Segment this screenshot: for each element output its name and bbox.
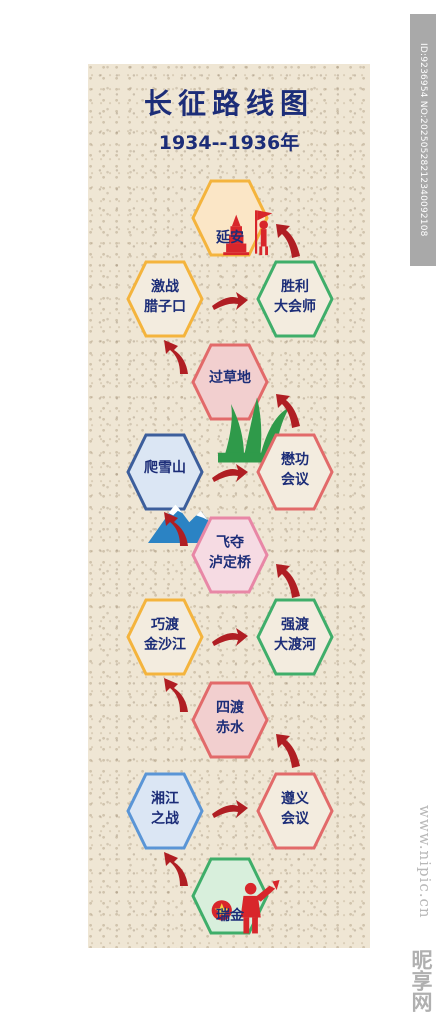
node-ludingqiao: 飞夺 泸定桥 <box>191 516 269 594</box>
node-chishui: 四渡 赤水 <box>191 681 269 759</box>
node-label: 大渡河 <box>274 637 316 653</box>
node-lazikou: 激战 腊子口 <box>126 260 204 338</box>
node-label: 巧渡 <box>151 617 179 633</box>
watermark-logo: 昵享网 <box>409 948 433 1012</box>
poster-title: 长征路线图 <box>143 87 314 120</box>
hexagon-shape <box>256 598 334 676</box>
hexagon-shape <box>256 433 334 511</box>
node-label: 延安 <box>216 230 244 246</box>
arrow-up <box>158 510 198 550</box>
node-label: 湘江 <box>151 791 179 807</box>
arrow-up <box>158 338 198 378</box>
node-maogong: 懋功 会议 <box>256 433 334 511</box>
node-guocaodi: 过草地 <box>191 343 296 463</box>
arrow-up <box>270 392 310 432</box>
hexagon-shape <box>256 260 334 338</box>
node-zunyi: 遵义 会议 <box>256 772 334 850</box>
node-ruijin: 瑞金 <box>191 857 280 935</box>
node-label: 懋功 <box>281 452 309 468</box>
hexagon-shape <box>126 260 204 338</box>
hexagon-shape <box>191 343 269 421</box>
node-label: 遵义 <box>281 791 309 807</box>
node-label: 大会师 <box>274 299 316 315</box>
hexagon-shape <box>191 516 269 594</box>
arrow-up <box>158 676 198 716</box>
arrow-up <box>270 732 310 772</box>
arrow-right <box>210 788 250 828</box>
hexagon-shape <box>191 681 269 759</box>
node-label: 会议 <box>281 472 309 488</box>
hexagon-shape <box>126 598 204 676</box>
node-label: 之战 <box>151 811 179 827</box>
bugler-star-icon <box>203 867 280 934</box>
node-yanan: 延安 <box>191 179 273 257</box>
node-label: 金沙江 <box>144 637 186 653</box>
poster-subtitle: 1934--1936年 <box>158 132 300 154</box>
node-label: 四渡 <box>216 700 244 716</box>
node-daduhe: 强渡 大渡河 <box>256 598 334 676</box>
node-label: 过草地 <box>209 370 251 386</box>
snow-mountain-icon <box>148 481 226 543</box>
node-paxueshan: 爬雪山 <box>126 433 226 543</box>
node-jinshajiang: 巧渡 金沙江 <box>126 598 204 676</box>
hexagon-shape <box>126 772 204 850</box>
grass-icon <box>218 391 296 463</box>
node-label: 会议 <box>281 811 309 827</box>
node-label: 飞夺 <box>216 535 244 551</box>
hexagon-shape <box>256 772 334 850</box>
watermark-domain: www.nipic.cn <box>416 805 434 919</box>
node-label: 胜利 <box>281 279 309 295</box>
arrow-right <box>210 616 250 656</box>
node-label: 腊子口 <box>144 299 186 315</box>
hexagon-shape <box>126 433 204 511</box>
image-id-strip: ID:9236954 NO:20250528212340092108 <box>410 14 436 266</box>
node-label: 泸定桥 <box>209 555 251 571</box>
node-shengli: 胜利 大会师 <box>256 260 334 338</box>
node-label: 爬雪山 <box>144 460 186 476</box>
arrow-up <box>158 850 198 890</box>
arrow-right <box>210 280 250 320</box>
node-label: 赤水 <box>216 720 244 736</box>
arrow-up <box>270 222 310 262</box>
node-xiangjiang: 湘江 之战 <box>126 772 204 850</box>
arrow-right <box>210 452 250 492</box>
arrow-up <box>270 562 310 602</box>
node-label: 激战 <box>151 279 179 295</box>
node-label: 强渡 <box>281 617 309 633</box>
node-label: 瑞金 <box>216 908 244 924</box>
pagoda-flag-icon <box>203 193 273 256</box>
